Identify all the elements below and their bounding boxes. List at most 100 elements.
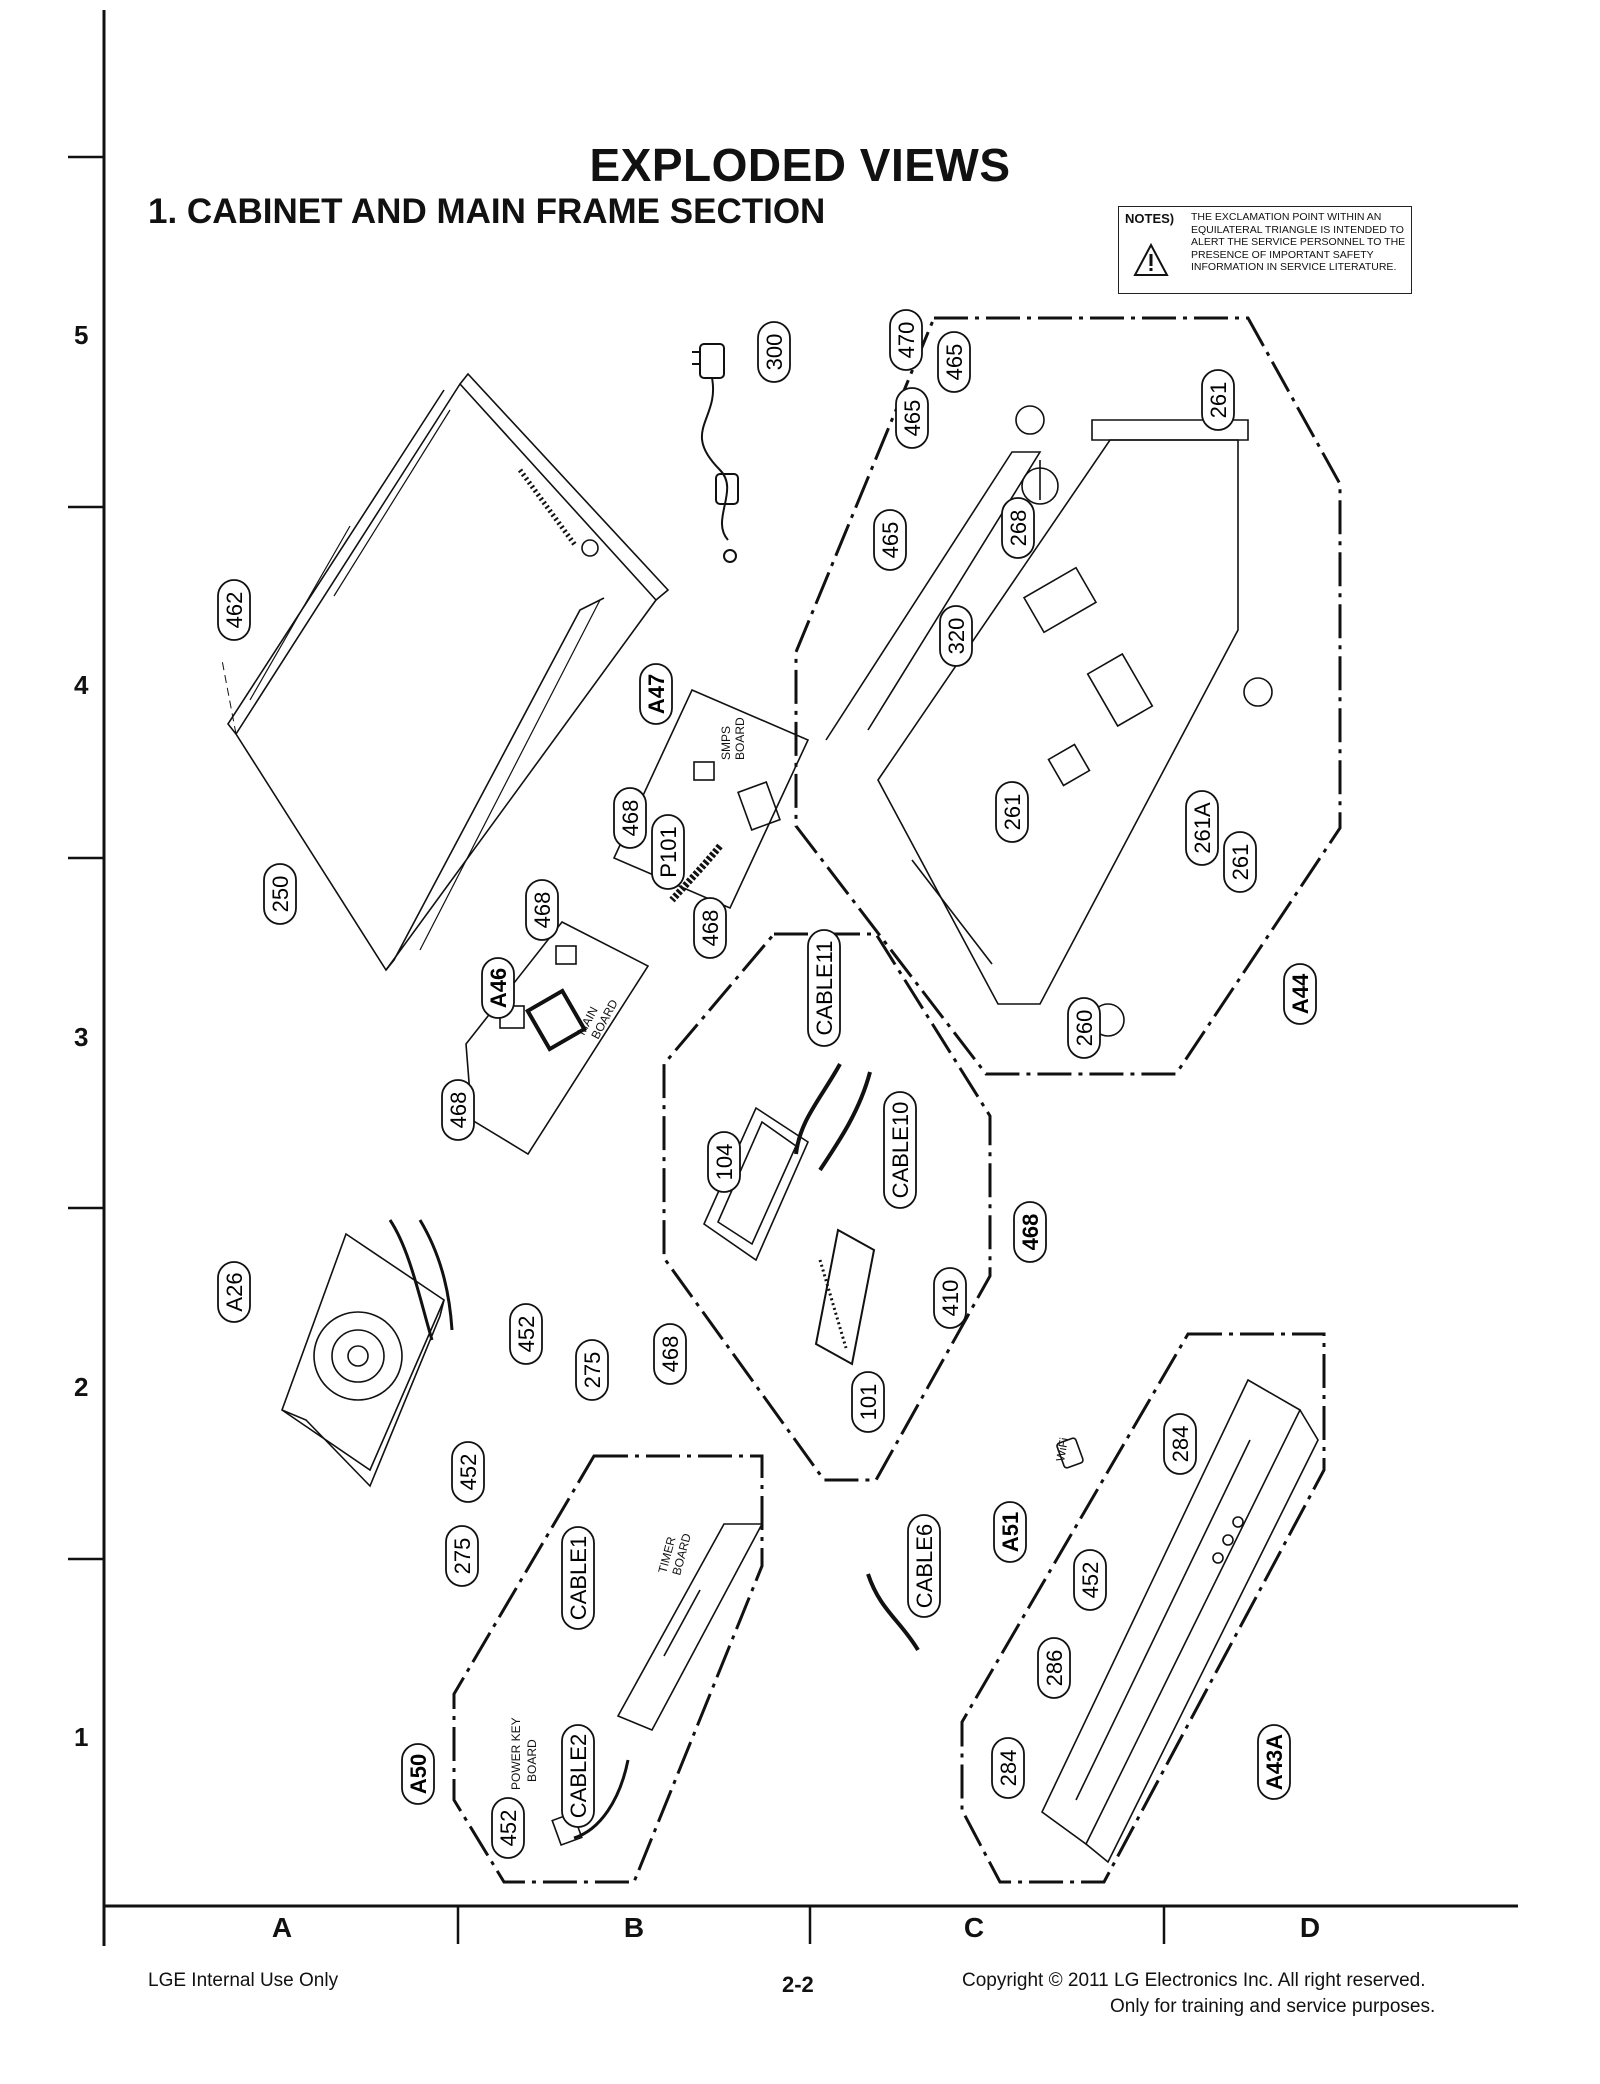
callout-bubble: 268 bbox=[1001, 497, 1035, 559]
callout-bubble: 468 bbox=[693, 897, 727, 959]
callout-label: CABLE2 bbox=[566, 1734, 591, 1818]
callout-bubble: 101 bbox=[851, 1371, 885, 1433]
callout-bubble: 462 bbox=[217, 579, 251, 641]
callout-label: 101 bbox=[856, 1384, 881, 1421]
callout-bubble: A47 bbox=[639, 663, 673, 725]
hdd-assembly bbox=[702, 1063, 876, 1366]
callout-outline bbox=[991, 1737, 1025, 1799]
callout-bubble: 465 bbox=[895, 387, 929, 449]
callout-bubble: CABLE6 bbox=[907, 1514, 941, 1618]
callout-outline bbox=[873, 509, 907, 571]
callout-bubble: 104 bbox=[707, 1131, 741, 1193]
callout-bubble: 300 bbox=[757, 321, 791, 383]
cable-6 bbox=[866, 1573, 920, 1652]
callout-label: A44 bbox=[1288, 973, 1313, 1014]
callout-outline bbox=[653, 1323, 687, 1385]
callout-bubble: 468 bbox=[525, 879, 559, 941]
callout-bubble: 275 bbox=[575, 1339, 609, 1401]
row-label-4: 4 bbox=[74, 670, 89, 700]
callout-bubble: 468 bbox=[441, 1079, 475, 1141]
callout-bubble: 452 bbox=[1073, 1549, 1107, 1611]
section-title: 1. CABINET AND MAIN FRAME SECTION bbox=[148, 192, 826, 231]
callout-outline bbox=[639, 663, 673, 725]
footer-copyright: Copyright © 2011 LG Electronics Inc. All… bbox=[962, 1970, 1426, 1991]
callout-outline bbox=[1163, 1413, 1197, 1475]
callout-label: A43A bbox=[1262, 1734, 1287, 1790]
callout-label: 452 bbox=[1078, 1562, 1103, 1599]
callout-bubble: 465 bbox=[873, 509, 907, 571]
callout-bubble: 470 bbox=[889, 309, 923, 371]
callout-label: 261A bbox=[1190, 802, 1215, 854]
front-panel: WiFi bbox=[1040, 1378, 1319, 1864]
callout-outline bbox=[1037, 1637, 1071, 1699]
callout-outline bbox=[707, 1131, 741, 1193]
callout-bubble: 468 bbox=[1013, 1201, 1047, 1263]
callout-outline bbox=[937, 331, 971, 393]
callout-bubble: 250 bbox=[263, 863, 297, 925]
power-cord bbox=[692, 343, 739, 563]
callout-bubble: 284 bbox=[991, 1737, 1025, 1799]
main-board: MAIN BOARD bbox=[465, 920, 650, 1156]
warning-triangle-icon bbox=[1133, 243, 1169, 276]
callout-outline bbox=[401, 1743, 435, 1805]
footer-copyright-2: Only for training and service purposes. bbox=[1110, 1996, 1436, 2017]
callout-bubble: 261A bbox=[1185, 790, 1219, 866]
callout-bubble: 465 bbox=[937, 331, 971, 393]
power-key-board-label-1: POWER KEY bbox=[509, 1717, 523, 1790]
callout-bubble: 410 bbox=[933, 1267, 967, 1329]
callout-bubble: CABLE2 bbox=[561, 1724, 595, 1828]
callout-outline bbox=[217, 579, 251, 641]
timer-board: TIMER BOARD POWER KEY BOARD bbox=[509, 1523, 764, 1847]
callout-bubble: 468 bbox=[653, 1323, 687, 1385]
callout-outline bbox=[907, 1514, 941, 1618]
callout-label: 410 bbox=[938, 1280, 963, 1317]
callout-outline bbox=[895, 387, 929, 449]
callout-label: CABLE1 bbox=[566, 1536, 591, 1620]
callout-outline bbox=[995, 781, 1029, 843]
callout-outline bbox=[481, 957, 515, 1019]
callout-bubble: A44 bbox=[1283, 963, 1317, 1025]
callout-bubble: A43A bbox=[1257, 1724, 1291, 1800]
callout-bubble: CABLE10 bbox=[883, 1091, 917, 1209]
callout-label: A26 bbox=[222, 1272, 247, 1311]
callout-label: CABLE10 bbox=[888, 1102, 913, 1199]
power-key-board-label-2: BOARD bbox=[525, 1739, 539, 1782]
callout-label: 452 bbox=[456, 1454, 481, 1491]
callout-outline bbox=[451, 1441, 485, 1503]
callout-label: 261 bbox=[1206, 382, 1231, 419]
callout-outline bbox=[939, 605, 973, 667]
callout-label: 300 bbox=[762, 334, 787, 371]
callout-label: 261 bbox=[1228, 844, 1253, 881]
cabinet-top-cover bbox=[221, 372, 670, 972]
callout-label: A46 bbox=[486, 968, 511, 1008]
callout-label: 275 bbox=[580, 1352, 605, 1389]
notes-text: THE EXCLAMATION POINT WITHIN AN EQUILATE… bbox=[1191, 211, 1406, 273]
footer-internal: LGE Internal Use Only bbox=[148, 1970, 339, 1991]
callout-outline bbox=[1013, 1201, 1047, 1263]
callout-label: 452 bbox=[496, 1810, 521, 1847]
callout-label: 465 bbox=[878, 522, 903, 559]
callout-bubble: A26 bbox=[217, 1261, 251, 1323]
smps-board-label-1: SMPS bbox=[719, 726, 733, 760]
callout-outline bbox=[889, 309, 923, 371]
notes-label: NOTES) bbox=[1125, 211, 1175, 226]
callout-label: 470 bbox=[894, 322, 919, 359]
callout-bubble: CABLE1 bbox=[561, 1526, 595, 1630]
callout-outline bbox=[217, 1261, 251, 1323]
callout-label: 268 bbox=[1006, 510, 1031, 547]
callout-bubble: A46 bbox=[481, 957, 515, 1019]
callout-outline bbox=[263, 863, 297, 925]
callout-bubble: 261 bbox=[1223, 831, 1257, 893]
callout-label: 468 bbox=[530, 892, 555, 929]
callout-bubble: 261 bbox=[1201, 369, 1235, 431]
callout-outline bbox=[1001, 497, 1035, 559]
callout-outline bbox=[993, 1501, 1027, 1563]
callout-outline bbox=[561, 1526, 595, 1630]
callout-bubble: P101 bbox=[651, 814, 685, 890]
callout-outline bbox=[525, 879, 559, 941]
page-title: EXPLODED VIEWS bbox=[589, 139, 1011, 191]
wifi-label: WiFi bbox=[1053, 1436, 1071, 1462]
frame-lines bbox=[68, 10, 1518, 1946]
callout-label: CABLE6 bbox=[912, 1524, 937, 1608]
